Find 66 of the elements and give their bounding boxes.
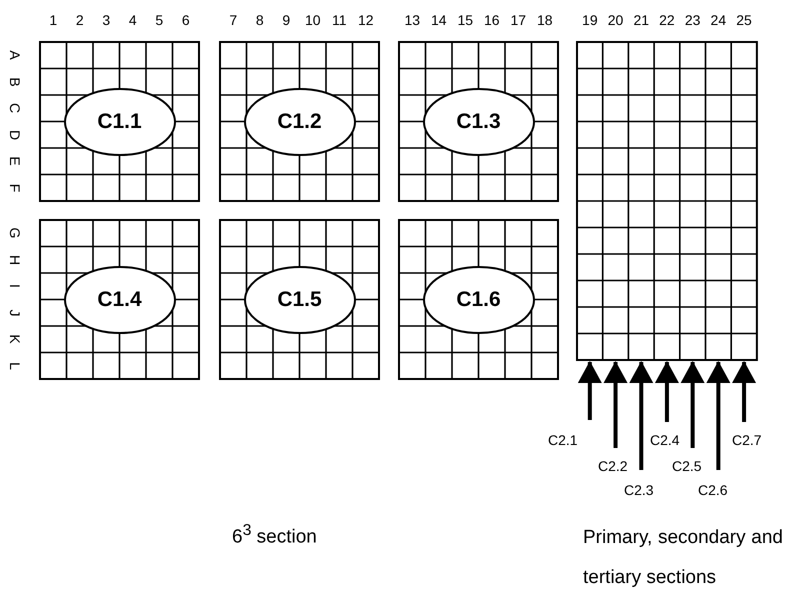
arrow [578, 361, 602, 420]
column-number: 5 [154, 12, 164, 28]
row-letter: K [7, 334, 23, 346]
row-letter: I [7, 283, 23, 290]
column-number: 12 [356, 12, 375, 28]
row-letter: H [7, 254, 23, 267]
row-letter: E [7, 156, 23, 168]
node-label: C2.3 [624, 482, 654, 498]
ellipse-node [64, 266, 176, 334]
section-caption: 6$^{3}$ section [232, 521, 317, 548]
column-number: 4 [128, 12, 138, 28]
ellipse-node [422, 266, 534, 334]
node-label: C1.3 [455, 110, 502, 134]
arrow [706, 361, 730, 470]
column-number: 1 [48, 12, 58, 28]
ellipse-node [64, 88, 176, 156]
node-label: C1.5 [276, 288, 323, 312]
column-number: 24 [710, 12, 728, 28]
arrow [680, 361, 705, 448]
section-caption: Primary, secondary and tertiary sections [583, 526, 783, 590]
ellipse-node [244, 266, 356, 334]
row-letter: A [7, 50, 23, 62]
row-letter: F [7, 182, 23, 194]
arrow [732, 361, 756, 422]
column-number: 23 [684, 12, 702, 28]
ellipse-node [422, 88, 534, 156]
node-label: C2.5 [672, 458, 702, 474]
arrow [654, 361, 679, 422]
node-label: C1.6 [455, 288, 502, 312]
column-number: 22 [658, 12, 676, 28]
node-label: C2.7 [732, 432, 762, 448]
column-number: 16 [482, 12, 501, 28]
arrow [629, 361, 654, 470]
column-number: 6 [180, 12, 191, 28]
column-number: 19 [581, 12, 599, 28]
column-number: 13 [403, 12, 422, 28]
node-label: C2.4 [650, 432, 680, 448]
node-label: C1.2 [276, 110, 323, 134]
column-number: 9 [281, 12, 292, 28]
column-number: 2 [74, 12, 85, 28]
row-letter: J [7, 308, 23, 318]
row-letter: L [7, 360, 23, 372]
column-number: 20 [606, 12, 624, 28]
grid-drawing [576, 41, 758, 361]
column-number: 14 [430, 12, 448, 28]
column-number: 21 [632, 12, 650, 28]
column-number: 10 [304, 12, 322, 28]
node-label: C1.4 [96, 288, 143, 312]
node-label: C1.1 [96, 110, 143, 134]
column-number: 17 [509, 12, 528, 28]
row-letter: B [7, 76, 23, 88]
column-number: 11 [330, 12, 348, 28]
column-number: 8 [254, 12, 265, 28]
ellipse-node [244, 88, 356, 156]
column-number: 7 [228, 12, 238, 28]
node-label: C2.6 [698, 482, 728, 498]
row-letter: C [7, 102, 23, 116]
column-number: 15 [456, 12, 474, 28]
arrow [604, 361, 628, 448]
row-letter: D [7, 128, 23, 142]
node-label: C2.2 [598, 458, 628, 474]
row-letter: G [7, 226, 23, 240]
column-number: 3 [101, 12, 112, 28]
node-label: C2.1 [548, 432, 578, 448]
column-number: 18 [536, 12, 554, 28]
column-number: 25 [735, 12, 753, 28]
